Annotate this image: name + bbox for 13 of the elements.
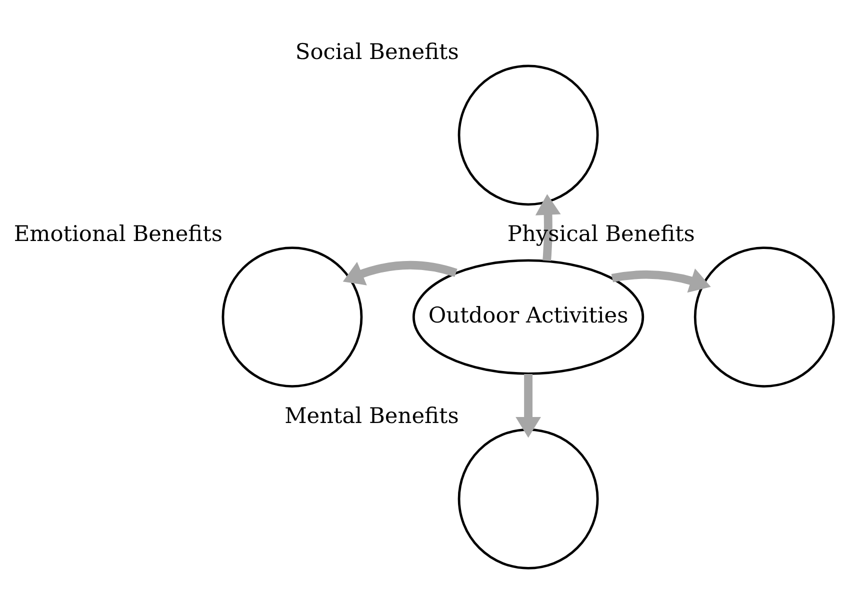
node-circle: [458, 428, 599, 570]
node-label: Social Benefits: [295, 40, 459, 66]
node-ellipse: Outdoor Activities: [412, 259, 644, 375]
node-circle: [458, 64, 599, 206]
arrow: [342, 260, 458, 286]
arrow: [535, 194, 561, 261]
arrow: [516, 374, 541, 438]
node-label: Physical Benefits: [507, 222, 695, 248]
node-label: Mental Benefits: [284, 404, 459, 429]
node-label: Emotional Benefits: [14, 222, 222, 248]
node-circle: [694, 246, 835, 388]
node-circle: [222, 246, 363, 388]
arrow: [611, 268, 711, 293]
